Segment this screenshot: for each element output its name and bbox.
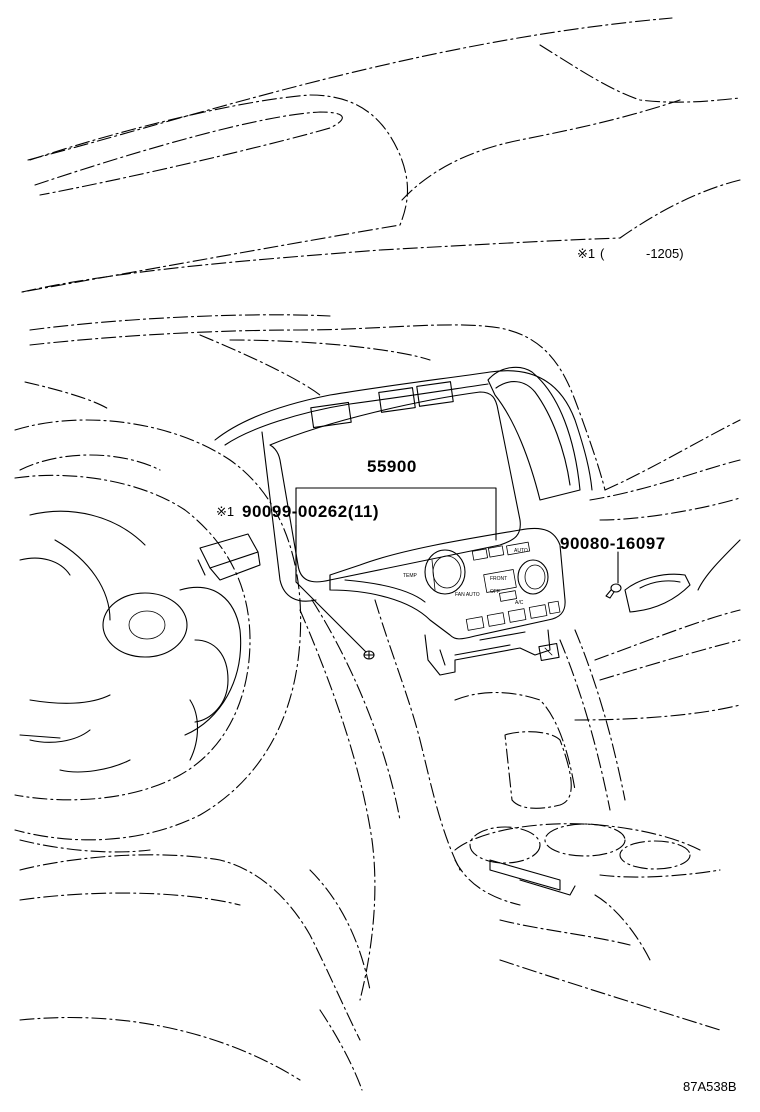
part-label-90099: 90099-00262(11) — [242, 502, 379, 521]
part-label-55900: 55900 — [367, 457, 417, 476]
steering-wheel — [14, 419, 302, 841]
leader-lines — [295, 487, 619, 653]
panel-label-off: OFF — [490, 589, 500, 595]
panel-label-auto: AUTO — [514, 548, 528, 554]
leader-55900-bracket — [295, 487, 497, 541]
leader-90099 — [295, 524, 367, 653]
dashboard-top-outline — [21, 17, 741, 293]
dashboard-lower-outline — [24, 314, 741, 521]
note-range: -1205) — [646, 246, 684, 261]
passenger-dash-outline — [574, 539, 741, 721]
driver-seat-outline — [19, 839, 361, 1081]
center-console — [299, 599, 721, 1091]
screw-90099 — [363, 650, 375, 660]
panel-label-temp: TEMP — [403, 573, 418, 579]
part-label-90099-mark: ※1 — [216, 504, 234, 519]
panel-label-front: FRONT — [490, 576, 507, 582]
diagram-code: 87A538B — [683, 1079, 737, 1094]
screw-90080 — [605, 583, 622, 599]
center-stack-bezel — [214, 366, 593, 602]
note-mark: ※1 — [577, 246, 595, 261]
note-open-paren: ( — [600, 246, 605, 261]
panel-label-fan-auto: FAN AUTO — [455, 592, 480, 598]
climate-control-panel: TEMP FAN AUTO FRONT AUTO A/C OFF — [329, 527, 566, 676]
panel-label-ac: A/C — [515, 600, 524, 606]
part-label-90080: 90080-16097 — [560, 534, 666, 553]
